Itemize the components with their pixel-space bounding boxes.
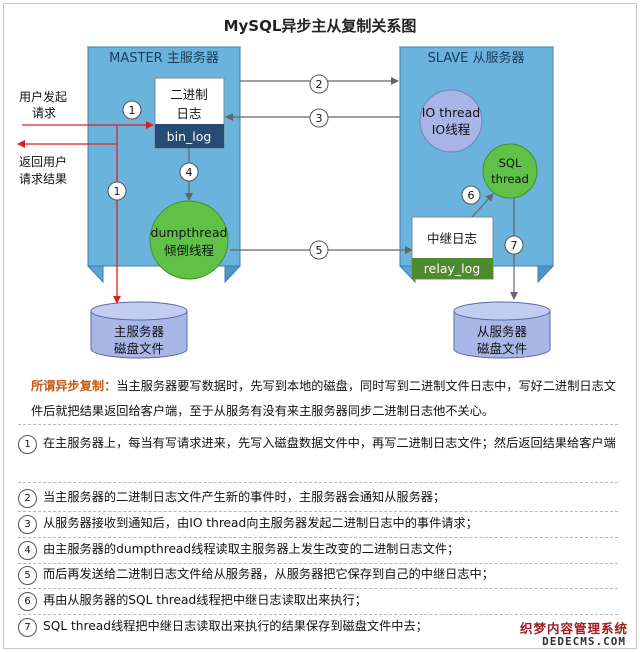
- arrow-read-relay: [471, 193, 494, 218]
- step-number: 2: [18, 489, 37, 508]
- master-disk-line1: 主服务器: [114, 324, 165, 339]
- watermark-url: DEDECMS.COM: [542, 635, 626, 648]
- binlog-line2: 日志: [176, 106, 201, 121]
- marker-3: 3: [309, 108, 329, 128]
- svg-text:1: 1: [129, 104, 136, 117]
- binlog-line1: 二进制: [170, 87, 208, 102]
- step-number: 6: [18, 592, 37, 611]
- step-number: 1: [18, 435, 37, 454]
- slave-disk-line2: 磁盘文件: [477, 341, 527, 356]
- return-label-line2: 请求结果: [19, 172, 67, 186]
- slave-disk: 从服务器 磁盘文件: [453, 301, 551, 359]
- step-text: 再由从服务器的SQL thread线程把中继日志读取出来执行；: [43, 593, 367, 607]
- master-disk: 主服务器 磁盘文件: [90, 301, 188, 359]
- step-text: SQL thread线程把中继日志读取出来执行的结果保存到磁盘文件中去；: [43, 619, 428, 633]
- marker-2: 2: [309, 74, 329, 94]
- io-line2: IO线程: [432, 122, 471, 137]
- separator: [18, 563, 618, 564]
- request-label-line2: 请求: [32, 106, 56, 120]
- separator: [18, 511, 618, 512]
- watermark-title: 织梦内容管理系统: [519, 621, 628, 636]
- binlog-tag: bin_log: [167, 129, 212, 144]
- step-text: 而后再发送给二进制日志文件给从服务器，从服务器把它保存到自己的中继日志中；: [43, 567, 494, 581]
- separator: [18, 588, 618, 589]
- relay-line1: 中继日志: [427, 231, 477, 246]
- marker-1b: 1: [107, 181, 127, 201]
- io-line1: IO thread: [422, 105, 480, 120]
- master-label: MASTER 主服务器: [109, 50, 219, 66]
- dumpthread-node: dumpthread 倾倒线程: [149, 200, 229, 280]
- marker-7: 7: [504, 235, 524, 255]
- sql-line2: thread: [491, 172, 529, 186]
- slave-disk-line1: 从服务器: [477, 324, 528, 339]
- diagram-title: MySQL异步主从复制关系图: [224, 17, 417, 35]
- step-number: 7: [18, 618, 37, 637]
- marker-6: 6: [461, 185, 481, 205]
- diagram-frame: MySQL异步主从复制关系图 MASTER 主服务器 SLAVE 从服务器 二进…: [3, 3, 637, 649]
- sql-line1: SQL: [499, 156, 522, 170]
- async-description: 所谓异步复制：当主服务器要写数据时，先写到本地的磁盘，同时写到二进制文件日志中，…: [31, 374, 621, 424]
- step-text: 在主服务器上，每当有写请求进来，先写入磁盘数据文件中，再写二进制日志文件；然后返…: [43, 436, 616, 450]
- io-thread-node: IO thread IO线程: [419, 89, 483, 153]
- separator: [18, 482, 618, 483]
- svg-text:7: 7: [511, 239, 518, 252]
- dump-line2: 倾倒线程: [164, 243, 215, 258]
- step-text: 从服务器接收到通知后，由IO thread向主服务器发起二进制日志中的事件请求；: [43, 516, 478, 530]
- slave-label: SLAVE 从服务器: [427, 50, 524, 66]
- return-label-line1: 返回用户: [19, 154, 67, 169]
- dump-line1: dumpthread: [151, 225, 228, 240]
- sql-thread-node: SQL thread: [482, 143, 538, 199]
- marker-4: 4: [179, 162, 199, 182]
- relaylog-node: 中继日志 relay_log: [411, 216, 494, 280]
- replication-diagram: MySQL异步主从复制关系图 MASTER 主服务器 SLAVE 从服务器 二进…: [17, 17, 554, 359]
- step-number: 3: [18, 515, 37, 534]
- separator: [18, 424, 618, 425]
- marker-5: 5: [309, 240, 329, 260]
- async-description-highlight: 所谓异步复制：: [31, 379, 117, 393]
- step-number: 4: [18, 541, 37, 560]
- marker-1a: 1: [122, 100, 142, 120]
- request-label-line1: 用户发起: [19, 89, 67, 104]
- binlog-node: 二进制 日志 bin_log: [154, 77, 225, 149]
- master-disk-line2: 磁盘文件: [114, 341, 164, 356]
- step-number: 5: [18, 566, 37, 585]
- svg-text:4: 4: [186, 166, 193, 179]
- async-description-text: 当主服务器要写数据时，先写到本地的磁盘，同时写到二进制文件日志中，写好二进制日志…: [31, 379, 616, 418]
- svg-text:2: 2: [316, 78, 323, 91]
- step-text: 当主服务器的二进制日志文件产生新的事件时，主服务器会通知从服务器；: [43, 490, 446, 504]
- separator: [18, 537, 618, 538]
- svg-text:3: 3: [316, 112, 323, 125]
- svg-text:6: 6: [468, 189, 475, 202]
- svg-text:1: 1: [114, 185, 121, 198]
- svg-text:5: 5: [316, 244, 323, 257]
- separator: [18, 614, 618, 615]
- step-text: 由主服务器的dumpthread线程读取主服务器上发生改变的二进制日志文件；: [43, 542, 460, 556]
- relay-tag: relay_log: [424, 261, 480, 276]
